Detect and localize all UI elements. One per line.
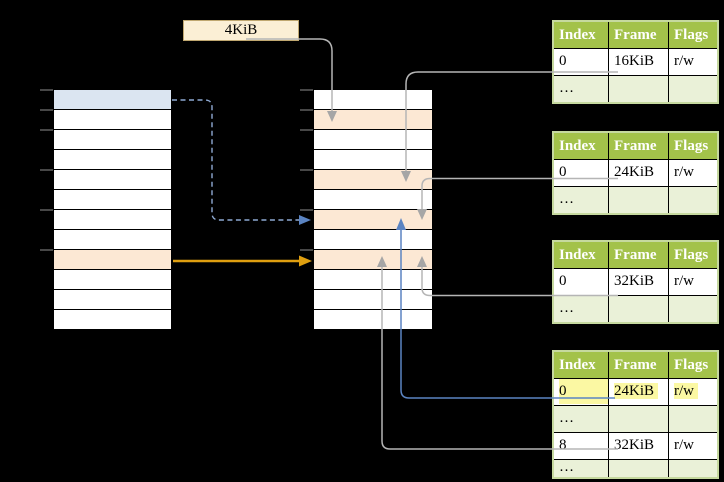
table-cell: 24KiB — [608, 160, 668, 186]
table-cell — [668, 296, 717, 322]
table-cell — [608, 406, 668, 432]
column-header: Flags — [668, 242, 717, 268]
physical-frame-row-11 — [314, 290, 432, 309]
column-header: Index — [554, 22, 608, 48]
table-cell: 32KiB — [608, 269, 668, 295]
physical-frame-row-4 — [314, 150, 432, 169]
virtual-page-row-7 — [54, 210, 171, 229]
column-header: Index — [554, 352, 608, 378]
table-row: … — [554, 405, 717, 432]
table-cell — [668, 406, 717, 432]
physical-memory-stack — [313, 89, 433, 330]
arrow-virtual-page0-dashed — [172, 99, 299, 221]
physical-frame-row-9 — [314, 250, 432, 269]
column-header: Frame — [608, 352, 668, 378]
highlighted-value: 0 — [559, 379, 608, 404]
table-row: … — [554, 295, 717, 322]
table-cell — [608, 460, 668, 477]
highlighted-value: r/w — [674, 383, 698, 399]
highlighted-value: 24KiB — [614, 383, 659, 399]
arrowhead-dashed-blue — [299, 215, 311, 225]
physical-frame-row-1 — [314, 90, 432, 109]
virtual-page-row-11 — [54, 290, 171, 309]
table-cell: r/w — [668, 160, 717, 186]
table-row: … — [554, 186, 717, 213]
physical-frame-row-6 — [314, 190, 432, 209]
physical-frame-row-7 — [314, 210, 432, 229]
virtual-page-row-2 — [54, 110, 171, 129]
column-header: Frame — [608, 133, 668, 159]
frame-size-label: 4KiB — [183, 20, 299, 41]
physical-frame-row-2 — [314, 110, 432, 129]
table-cell: … — [554, 187, 608, 213]
table-row: … — [554, 459, 717, 477]
column-header: Flags — [668, 22, 717, 48]
table-row: 0 24KiB r/w — [554, 378, 717, 405]
table-cell: … — [554, 296, 608, 322]
table-cell: 0 — [554, 269, 608, 295]
table-cell: … — [554, 406, 608, 432]
table-cell: r/w — [668, 269, 717, 295]
virtual-page-row-5 — [54, 170, 171, 189]
physical-frame-row-3 — [314, 130, 432, 149]
table-cell — [668, 76, 717, 102]
column-header: Index — [554, 242, 608, 268]
table-cell: 24KiB — [608, 379, 668, 405]
virtual-page-row-3 — [54, 130, 171, 149]
table-cell — [668, 460, 717, 477]
table-cell — [668, 187, 717, 213]
virtual-page-row-6 — [54, 190, 171, 209]
table-cell: 0 — [554, 160, 608, 186]
virtual-page-row-8 — [54, 230, 171, 249]
table-cell: 0 — [554, 379, 608, 405]
virtual-page-row-9 — [54, 250, 171, 269]
column-header: Index — [554, 133, 608, 159]
table-cell: 32KiB — [608, 433, 668, 459]
table-cell: 0 — [554, 49, 608, 75]
arrowhead-orange — [299, 255, 312, 267]
table-cell — [608, 187, 668, 213]
physical-frame-row-10 — [314, 270, 432, 289]
table-cell: 8 — [554, 433, 608, 459]
virtual-page-row-4 — [54, 150, 171, 169]
virtual-page-row-12 — [54, 310, 171, 329]
column-header: Frame — [608, 242, 668, 268]
column-header: Flags — [668, 133, 717, 159]
table-cell: r/w — [668, 433, 717, 459]
table-cell — [608, 76, 668, 102]
table-cell: r/w — [668, 49, 717, 75]
table-cell: … — [554, 460, 608, 477]
column-header: Flags — [668, 352, 717, 378]
physical-frame-row-8 — [314, 230, 432, 249]
table-row: … — [554, 75, 717, 102]
physical-frame-row-5 — [314, 170, 432, 189]
table-cell: … — [554, 76, 608, 102]
table-cell — [608, 296, 668, 322]
virtual-memory-stack — [53, 89, 172, 330]
table-cell: r/w — [668, 379, 717, 405]
column-header: Frame — [608, 22, 668, 48]
table-cell: 16KiB — [608, 49, 668, 75]
physical-frame-row-12 — [314, 310, 432, 329]
virtual-page-row-1 — [54, 90, 171, 109]
virtual-page-row-10 — [54, 270, 171, 289]
